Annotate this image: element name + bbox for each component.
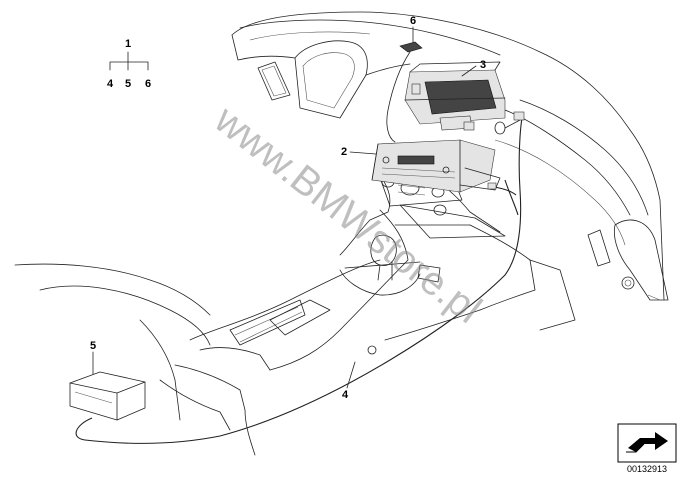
callout-6: 6 [410, 15, 416, 27]
center-console-drawing [14, 169, 576, 456]
legend-top-number: 1 [125, 38, 131, 50]
legend-tree: 1 4 5 6 [107, 38, 151, 90]
leader-lines [92, 26, 477, 389]
nav-computer-box [69, 371, 146, 421]
legend-child-2: 5 [125, 78, 131, 90]
callout-2: 2 [341, 146, 347, 158]
callout-4: 4 [342, 389, 349, 401]
callout-3: 3 [480, 59, 486, 71]
callout-5: 5 [90, 340, 96, 352]
antenna-module [386, 41, 423, 143]
legend-child-3: 6 [145, 78, 151, 90]
display-unit [404, 61, 521, 135]
watermark: www.BMWstore.pl [206, 97, 490, 332]
cable-harness [75, 111, 525, 444]
diagram-code: 00132913 [627, 464, 667, 474]
legend-connector [109, 51, 149, 71]
dashboard-drawing [231, 11, 669, 301]
radio-unit [371, 139, 501, 193]
legend-child-1: 4 [107, 78, 114, 90]
next-page-arrow-icon[interactable] [617, 423, 677, 463]
